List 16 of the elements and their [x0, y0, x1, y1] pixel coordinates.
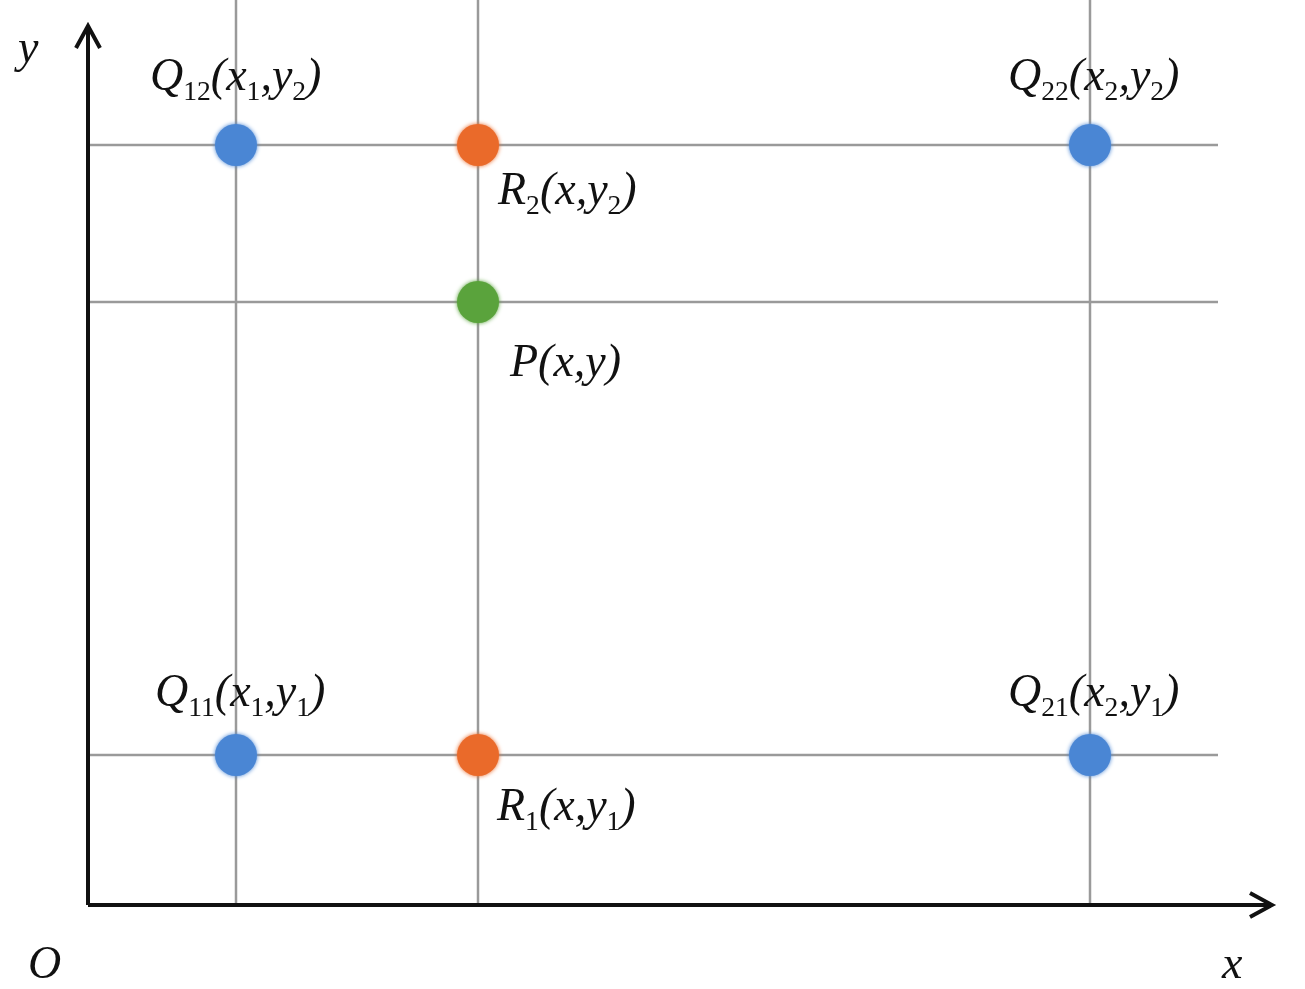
- data-point: [457, 124, 499, 166]
- point-label: R$_{1}$(x,y$_{1}$): [497, 782, 636, 828]
- axis-label: x: [1222, 940, 1243, 986]
- point-label: P(x,y): [510, 338, 622, 384]
- point-label: Q$_{22}$(x$_{2}$,y$_{2}$): [1008, 52, 1180, 98]
- point-label: Q$_{12}$(x$_{1}$,y$_{2}$): [150, 52, 322, 98]
- point-label: Q$_{21}$(x$_{2}$,y$_{1}$): [1008, 668, 1180, 714]
- origin-label: O: [28, 940, 62, 986]
- data-point: [457, 281, 499, 323]
- point-label: R$_{2}$(x,y$_{2}$): [498, 166, 637, 212]
- data-point: [1069, 734, 1111, 776]
- data-point: [215, 124, 257, 166]
- data-point: [1069, 124, 1111, 166]
- point-label: Q$_{11}$(x$_{1}$,y$_{1}$): [155, 668, 326, 714]
- data-point: [457, 734, 499, 776]
- data-point: [215, 734, 257, 776]
